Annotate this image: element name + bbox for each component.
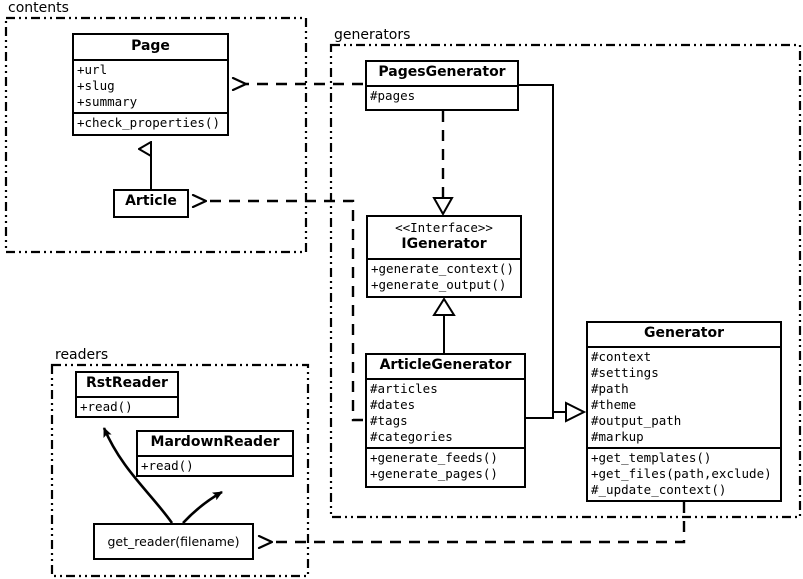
class-box-mardown-reader[interactable]: MardownReader +read() bbox=[136, 430, 294, 477]
operation-get-files: +get_files(path,exclude) bbox=[591, 466, 772, 481]
attribute-output-path: #output_path bbox=[591, 413, 682, 428]
attribute-articles: #articles bbox=[370, 381, 438, 396]
package-frames bbox=[4, 16, 802, 578]
class-operations-igenerator: +generate_context() +generate_output() bbox=[368, 258, 520, 295]
class-name-page: Page bbox=[131, 38, 170, 54]
attribute-url: +url bbox=[77, 62, 108, 77]
class-box-rst-reader[interactable]: RstReader +read() bbox=[75, 371, 179, 418]
class-box-article[interactable]: Article bbox=[113, 189, 189, 218]
package-frame-contents bbox=[4, 16, 308, 254]
operation-read-markdown: +read() bbox=[141, 458, 194, 473]
package-label-generators: generators bbox=[332, 27, 413, 43]
function-node-get-reader[interactable]: get_reader(filename) bbox=[93, 523, 254, 560]
operation-check-properties: +check_properties() bbox=[77, 115, 220, 130]
class-box-pages-generator[interactable]: PagesGenerator #pages bbox=[365, 60, 519, 111]
attribute-context: #context bbox=[591, 349, 652, 364]
operation-read-rst: +read() bbox=[80, 399, 133, 414]
class-name-article: Article bbox=[125, 193, 177, 209]
edge-articlegenerator-extends-generator bbox=[526, 401, 587, 423]
class-box-generator[interactable]: Generator #context #settings #path #them… bbox=[586, 321, 782, 502]
operation-generate-output: +generate_output() bbox=[371, 277, 507, 292]
package-frame-generators bbox=[329, 43, 802, 519]
attribute-dates: #dates bbox=[370, 397, 416, 412]
edge-get-reader-returns-rstreader bbox=[102, 427, 174, 524]
attribute-tags: #tags bbox=[370, 413, 408, 428]
edge-generator-depends-get-reader bbox=[272, 502, 686, 542]
operation-generate-pages: +generate_pages() bbox=[370, 466, 498, 481]
attribute-path: #path bbox=[591, 381, 629, 396]
attribute-categories: #categories bbox=[370, 429, 453, 444]
package-frame-readers bbox=[50, 363, 310, 578]
operation-generate-context: +generate_context() bbox=[371, 261, 514, 276]
operation-update-context: #_update_context() bbox=[591, 482, 727, 497]
class-operations-article-generator: +generate_feeds() +generate_pages() bbox=[367, 447, 524, 484]
class-operations-page: +check_properties() bbox=[74, 112, 227, 133]
operation-get-templates: +get_templates() bbox=[591, 450, 712, 465]
edge-pagesgenerator-implements-igenerator bbox=[432, 111, 454, 217]
class-operations-rst-reader: +read() bbox=[77, 396, 177, 417]
attribute-slug: +slug bbox=[77, 78, 115, 93]
attribute-theme: #theme bbox=[591, 397, 637, 412]
class-box-igenerator[interactable]: <<Interface>> IGenerator +generate_conte… bbox=[366, 215, 522, 298]
class-name-igenerator: IGenerator bbox=[401, 236, 487, 252]
class-operations-generator: +get_templates() +get_files(path,exclude… bbox=[588, 447, 780, 500]
package-label-contents: contents bbox=[6, 0, 71, 16]
class-operations-mardown-reader: +read() bbox=[138, 455, 292, 476]
class-attributes-generator: #context #settings #path #theme #output_… bbox=[588, 346, 780, 447]
class-stereotype-igenerator: <<Interface>> bbox=[395, 220, 493, 235]
class-name-pages-generator: PagesGenerator bbox=[378, 64, 506, 80]
class-name-rst-reader: RstReader bbox=[86, 375, 168, 391]
operation-generate-feeds: +generate_feeds() bbox=[370, 450, 498, 465]
class-name-mardown-reader: MardownReader bbox=[150, 434, 280, 450]
class-name-generator: Generator bbox=[643, 325, 724, 341]
class-name-article-generator: ArticleGenerator bbox=[379, 357, 512, 373]
function-node-get-reader-label: get_reader(filename) bbox=[107, 534, 240, 549]
attribute-settings: #settings bbox=[591, 365, 659, 380]
package-label-readers: readers bbox=[53, 347, 111, 363]
attribute-summary: +summary bbox=[77, 94, 138, 109]
class-box-article-generator[interactable]: ArticleGenerator #articles #dates #tags … bbox=[365, 353, 526, 488]
attribute-pages: #pages bbox=[370, 88, 416, 103]
class-box-page[interactable]: Page +url +slug +summary +check_properti… bbox=[72, 33, 229, 136]
edge-articlegenerator-implements-igenerator bbox=[432, 297, 456, 353]
edge-get-reader-returns-mardownreader bbox=[182, 490, 223, 524]
edge-articlegenerator-depends-article bbox=[206, 201, 363, 422]
attribute-markup: #markup bbox=[591, 429, 644, 444]
class-attributes-article-generator: #articles #dates #tags #categories bbox=[367, 378, 524, 447]
class-attributes-pages-generator: #pages bbox=[367, 85, 517, 106]
class-attributes-page: +url +slug +summary bbox=[74, 59, 227, 112]
